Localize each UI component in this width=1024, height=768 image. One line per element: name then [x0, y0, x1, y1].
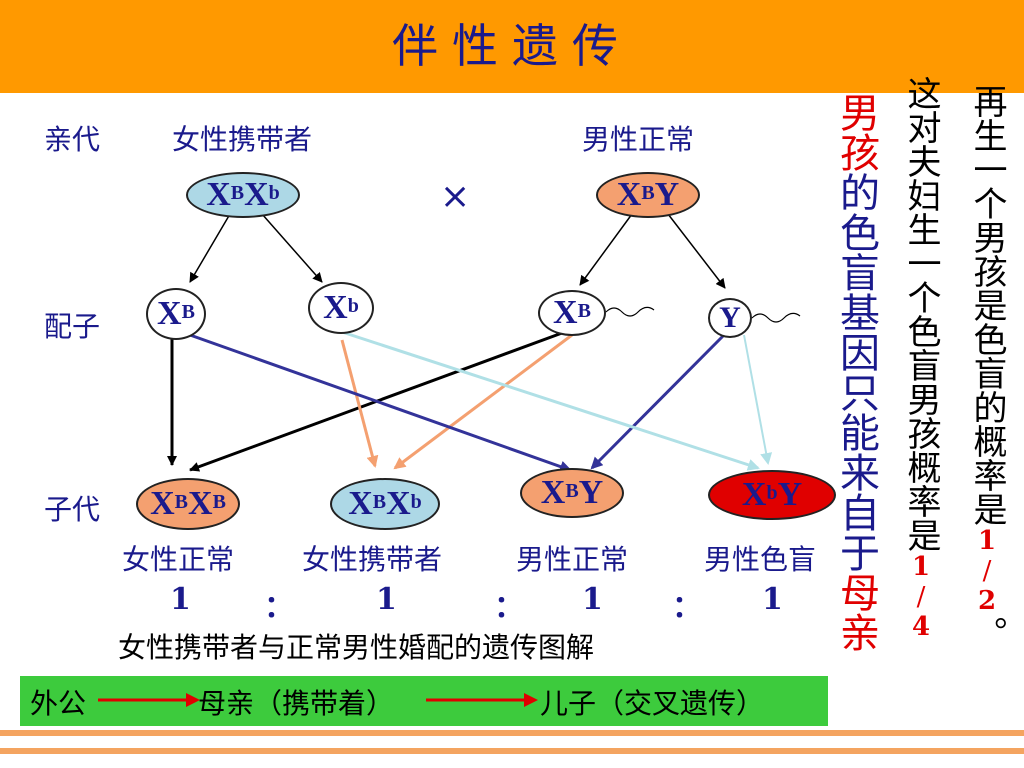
ratio-separator-2: ： [494, 590, 524, 625]
label-father: 男性正常 [582, 123, 695, 156]
phenotype-label-4: 男性色盲 [704, 543, 817, 576]
bottom-rule-2 [0, 748, 1024, 754]
footer-arrow-1 [98, 693, 200, 707]
label-mother: 女性携带者 [172, 123, 313, 156]
arrow-g4-to-o3 [590, 333, 726, 470]
arrow-father-to-gamete-4 [667, 213, 726, 289]
diagram-caption: 女性携带者与正常男性婚配的遗传图解 [118, 631, 595, 664]
page-title: 伴性遗传 [392, 19, 632, 73]
arrow-g2-to-o2 [340, 339, 379, 468]
arrow-mother-to-gamete-1 [189, 213, 231, 283]
side-note-boy-gene-source: 男孩的色盲基因只能来自于母亲 [833, 92, 879, 652]
arrow-g2-to-o4 [341, 330, 760, 471]
ratio-separator-3: ： [672, 590, 702, 625]
footer-mother: 母亲（携带着） [198, 687, 395, 720]
title-bar [0, 0, 1024, 93]
phenotype-label-3: 男性正常 [516, 543, 629, 576]
label-offspring-generation: 子代 [44, 493, 101, 526]
phenotype-label-1: 女性正常 [122, 543, 235, 576]
ratio-4: 1 [762, 582, 783, 617]
ratio-separator-1: ： [264, 590, 294, 625]
label-gamete-generation: 配子 [44, 310, 101, 343]
footer-arrow-2 [426, 693, 538, 707]
ratio-1: 1 [170, 582, 191, 617]
footer-grandfather: 外公 [30, 687, 87, 720]
bottom-rule-1 [0, 730, 1024, 736]
arrow-g3-to-o2 [393, 333, 573, 470]
phenotype-label-2: 女性携带者 [302, 543, 443, 576]
sperm-tail-2 [751, 312, 801, 323]
arrow-father-to-gamete-3 [579, 213, 633, 286]
gamete-4: Y [708, 298, 752, 338]
ratio-2: 1 [376, 582, 397, 617]
side-note-boy-probability: 再生一个男孩是色盲的概率是1/2。 [967, 84, 1007, 650]
label-parent-generation: 亲代 [44, 123, 101, 156]
ratio-3: 1 [582, 582, 603, 617]
footer-son: 儿子（交叉遗传） [540, 687, 765, 720]
arrow-mother-to-gamete-2 [261, 213, 323, 283]
cross-symbol: × [440, 176, 471, 217]
side-note-couple-probability: 这对夫妇生一个色盲男孩概率是1/4 [901, 76, 941, 642]
sperm-tail-1 [605, 306, 655, 317]
arrow-g4-to-o4 [743, 334, 773, 465]
arrow-g1-to-o3 [189, 333, 572, 473]
